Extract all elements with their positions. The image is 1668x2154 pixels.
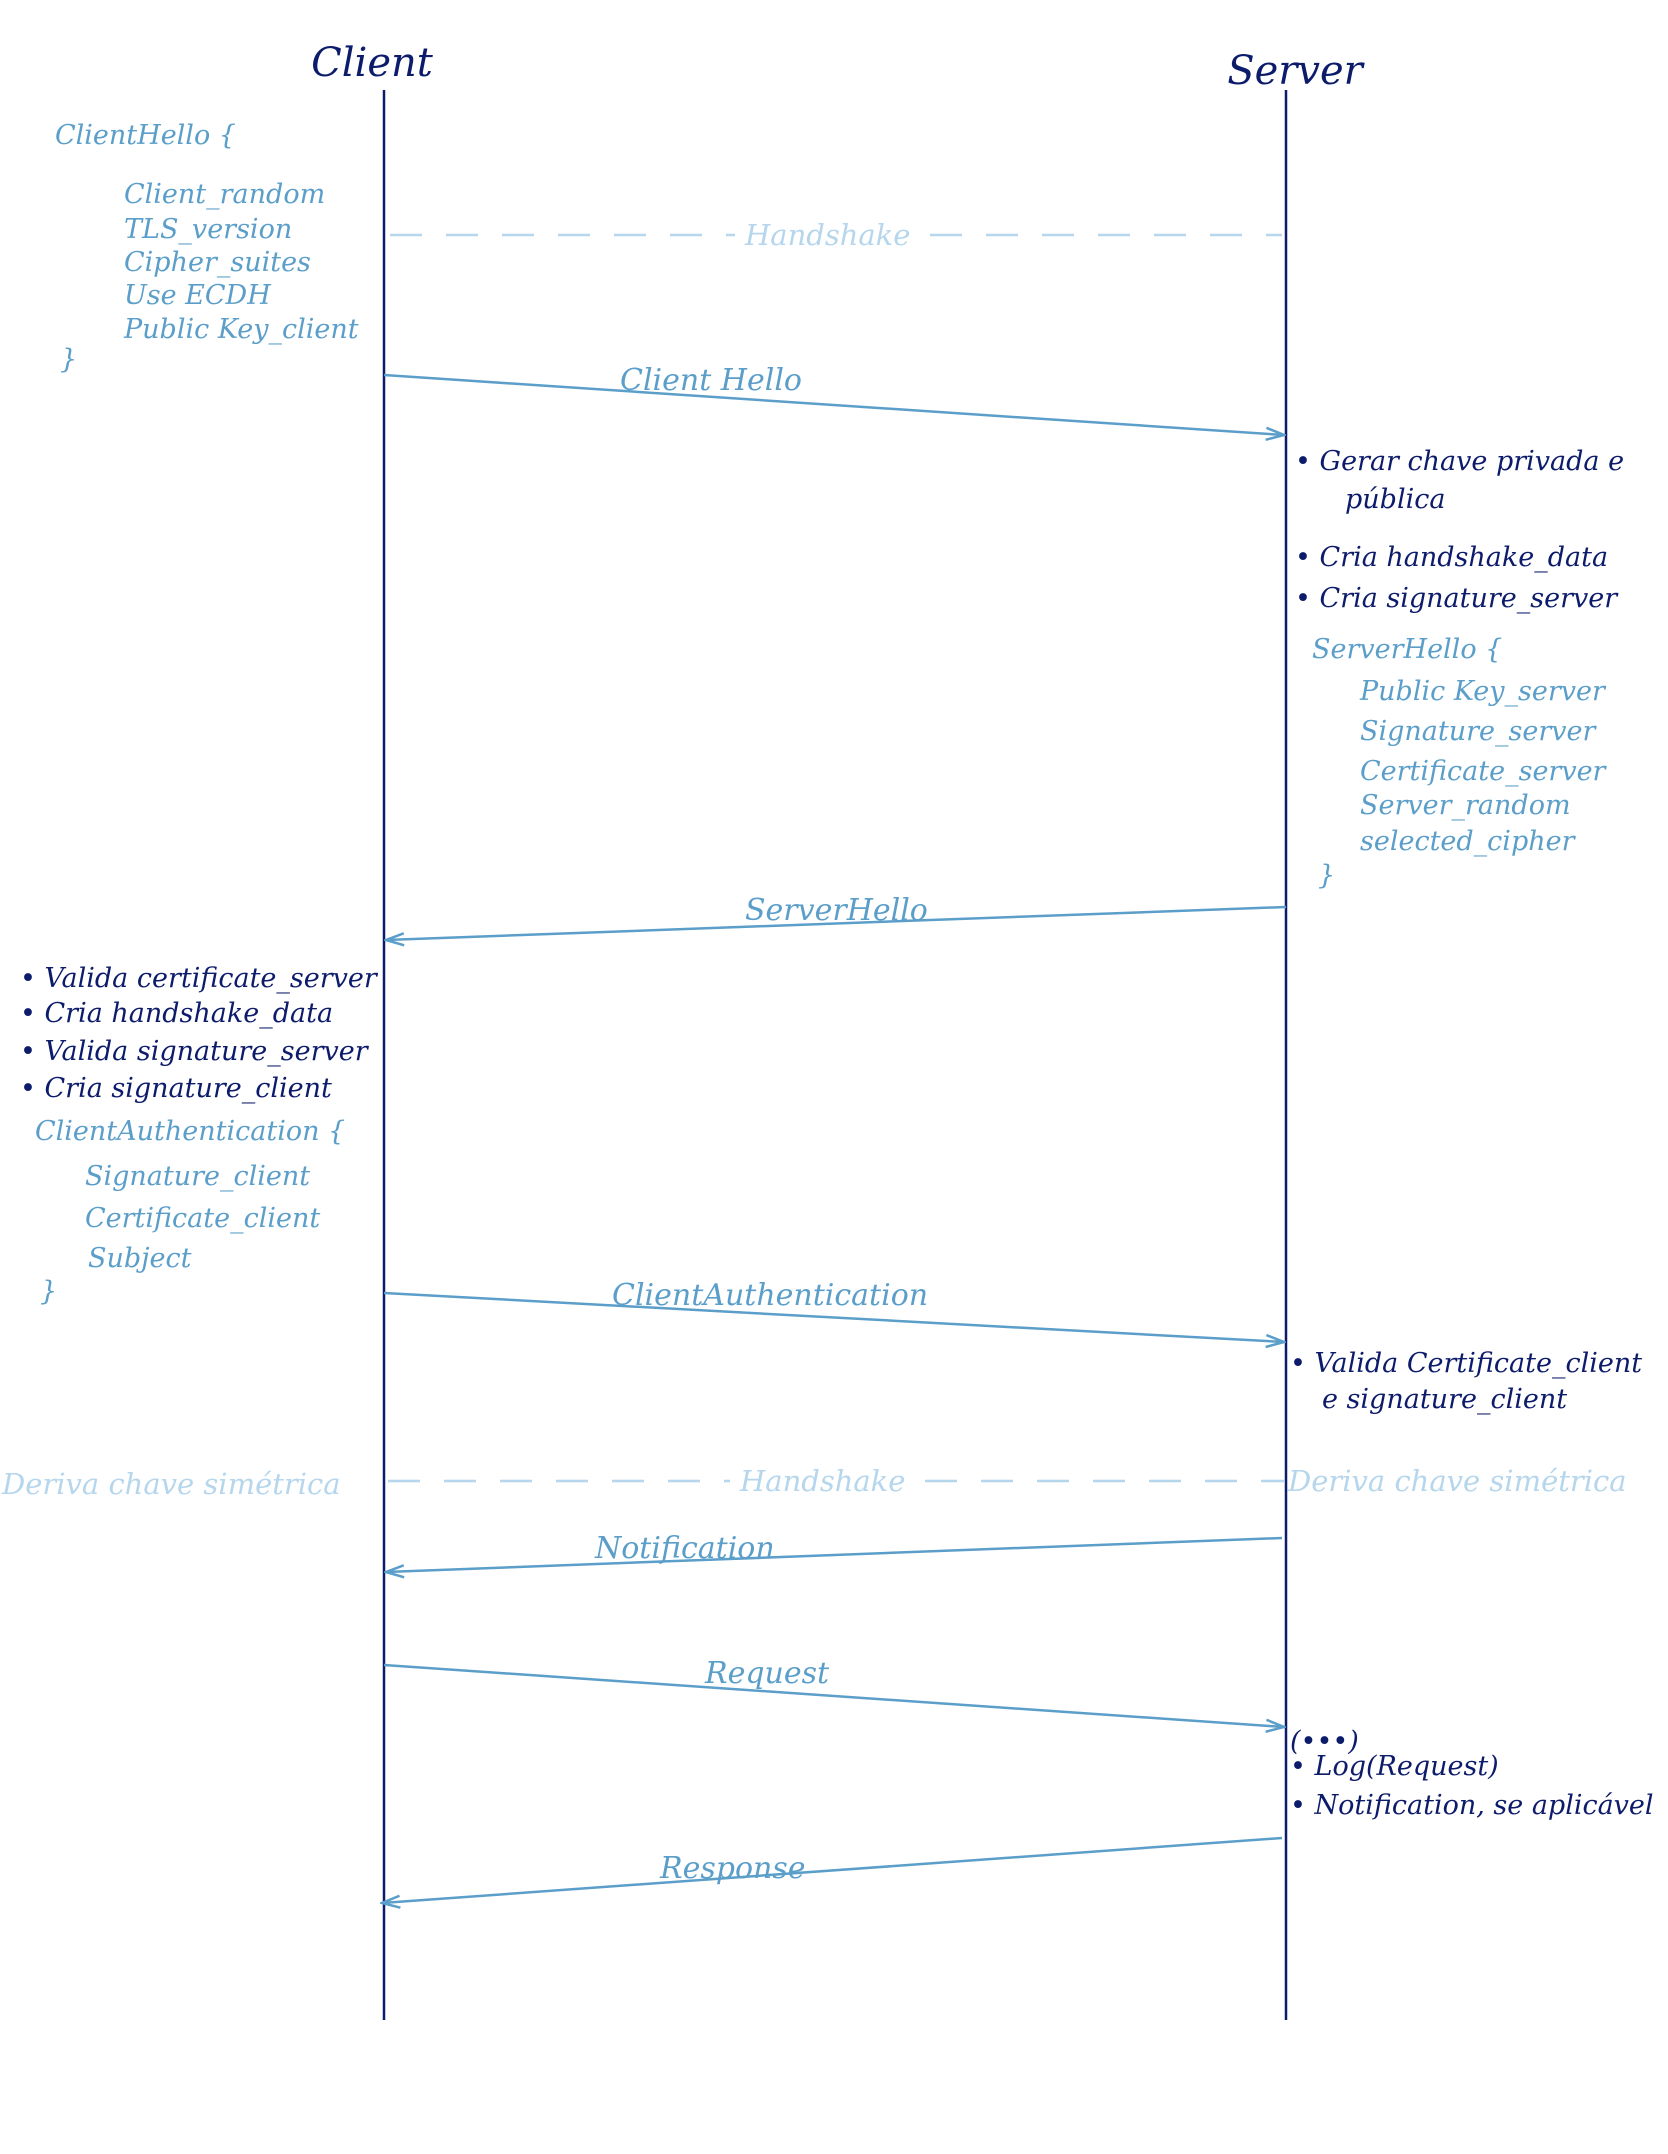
request-message-label: Request — [704, 1656, 830, 1691]
server-hello-block-open: ServerHello { — [1312, 634, 1502, 665]
server-step: • Cria signature_server — [1295, 583, 1619, 614]
client-derive-key-note: Deriva chave simétrica — [1, 1467, 341, 1501]
server-hello-block-close: } — [1318, 860, 1335, 891]
client-authentication-arrow — [383, 1291, 1284, 1342]
client-authentication-message-label: ClientAuthentication — [612, 1278, 928, 1313]
server-step: e signature_client — [1322, 1384, 1567, 1415]
client-auth-field: Signature_client — [85, 1161, 310, 1192]
client-actor-label: Client — [311, 40, 434, 86]
server-hello-arrow — [386, 905, 1287, 940]
client-hello-field: Use ECDH — [124, 280, 271, 311]
server-step: • Cria handshake_data — [1295, 542, 1608, 573]
client-hello-block-open: ClientHello { — [55, 120, 236, 151]
server-hello-field: Signature_server — [1360, 716, 1597, 747]
server-step: • Notification, se aplicável — [1290, 1790, 1654, 1821]
client-hello-field: Client_random — [124, 179, 325, 210]
server-derive-key-note: Deriva chave simétrica — [1287, 1464, 1627, 1498]
server-step: pública — [1345, 484, 1445, 515]
server-hello-message-label: ServerHello — [745, 893, 928, 928]
client-hello-message-label: Client Hello — [620, 363, 802, 398]
client-step: • Valida signature_server — [20, 1036, 370, 1067]
client-auth-field: Subject — [88, 1243, 192, 1274]
notification-arrow — [386, 1536, 1283, 1572]
client-hello-arrow — [383, 373, 1284, 435]
server-hello-field: Server_random — [1360, 790, 1571, 821]
client-hello-field: Public Key_client — [123, 314, 359, 345]
client-auth-field: Certificate_client — [85, 1203, 320, 1234]
client-step: • Cria signature_client — [20, 1073, 332, 1104]
handshake-start-label: Handshake — [744, 218, 910, 252]
client-hello-block-close: } — [60, 344, 77, 375]
server-step: • Log(Request) — [1290, 1751, 1499, 1782]
server-hello-field: Public Key_server — [1359, 676, 1607, 707]
response-arrow — [382, 1836, 1283, 1903]
client-step: • Cria handshake_data — [20, 998, 333, 1029]
server-actor-label: Server — [1227, 48, 1365, 94]
client-auth-block-close: } — [40, 1276, 57, 1307]
request-arrow — [383, 1663, 1284, 1727]
client-step: • Valida certificate_server — [20, 963, 379, 994]
client-hello-field: TLS_version — [124, 214, 292, 245]
server-step: • Gerar chave privada e — [1295, 446, 1624, 477]
server-step: (•••) — [1290, 1726, 1359, 1757]
server-step: • Valida Certificate_client — [1290, 1348, 1642, 1379]
handshake-end-label: Handshake — [739, 1464, 905, 1498]
client-hello-field: Cipher_suites — [124, 247, 311, 278]
server-hello-field: Certificate_server — [1360, 756, 1608, 787]
server-hello-field: selected_cipher — [1360, 826, 1577, 857]
response-message-label: Response — [659, 1851, 805, 1886]
notification-message-label: Notification — [594, 1531, 775, 1566]
client-auth-block-open: ClientAuthentication { — [35, 1116, 345, 1147]
